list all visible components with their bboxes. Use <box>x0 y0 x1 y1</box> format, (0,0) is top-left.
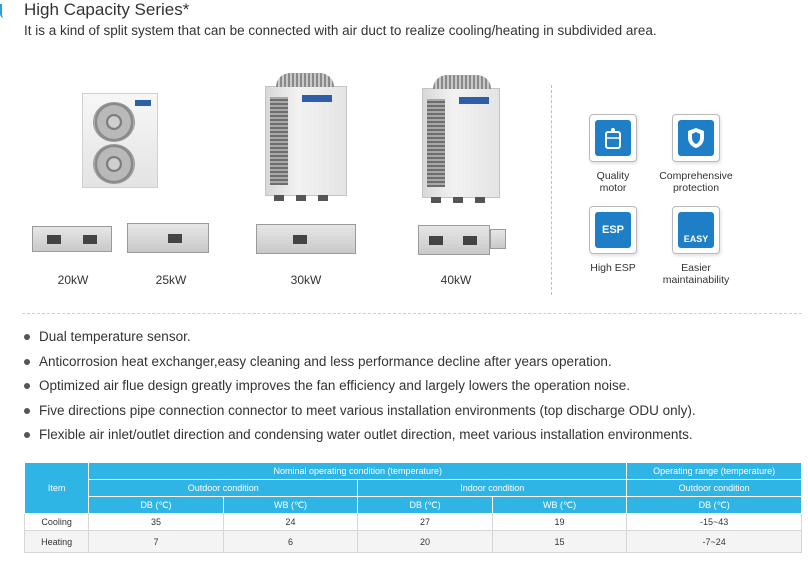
esp-icon: ESP <box>589 206 637 254</box>
capacity-label: 25kW <box>155 273 187 287</box>
table-header-range-outdoor: Outdoor condition <box>626 479 802 497</box>
feature-easier-maintainability: EASY Easier maintainability <box>656 206 736 286</box>
page-title: High Capacity Series* <box>24 0 190 19</box>
row-item: Heating <box>23 530 90 553</box>
outdoor-unit-small-icon <box>82 93 158 188</box>
brand-logo-icon <box>302 95 332 102</box>
table-header-range-db: DB (℃) <box>626 496 802 514</box>
title-accent-mark <box>0 4 4 18</box>
row-item: Cooling <box>23 513 90 531</box>
duct-unit-icon <box>32 226 112 252</box>
table-header-item: Item <box>23 462 90 514</box>
table-header-out-wb: WB (℃) <box>222 496 359 514</box>
cell-out-wb: 24 <box>222 513 359 531</box>
bullet-icon <box>24 334 30 340</box>
feature-label: High ESP <box>590 262 636 274</box>
esp-icon-text: ESP <box>595 212 631 248</box>
fan-icon <box>93 144 135 184</box>
list-item: Dual temperature sensor. <box>24 328 696 353</box>
table-header-indoor: Indoor condition <box>357 479 628 497</box>
cell-out-db: 7 <box>88 530 224 553</box>
table-header-nominal: Nominal operating condition (temperature… <box>88 462 628 480</box>
table-header-in-wb: WB (℃) <box>491 496 628 514</box>
section-divider-horizontal <box>22 313 802 314</box>
cell-in-db: 20 <box>357 530 493 553</box>
duct-unit-icon <box>127 223 209 253</box>
table-header-in-db: DB (℃) <box>357 496 493 514</box>
operating-condition-table: Item Nominal operating condition (temper… <box>23 462 802 553</box>
list-item: Optimized air flue design greatly improv… <box>24 377 696 402</box>
brand-logo-icon <box>135 100 151 106</box>
section-divider-vertical <box>551 85 552 295</box>
bullet-icon <box>24 358 30 365</box>
capacity-label: 40kW <box>440 273 472 287</box>
brand-logo-icon <box>459 97 489 104</box>
table-header-out-db: DB (℃) <box>88 496 224 514</box>
cell-out-db: 35 <box>88 513 224 531</box>
cell-out-wb: 6 <box>222 530 359 553</box>
cell-range: -7~24 <box>626 530 802 553</box>
cell-in-wb: 19 <box>491 513 628 531</box>
duct-side-pipe-icon <box>490 229 506 249</box>
feature-high-esp: ESP High ESP <box>573 206 653 274</box>
fan-icon <box>93 102 135 142</box>
capacity-label: 20kW <box>57 273 89 287</box>
duct-unit-icon <box>256 224 356 254</box>
bullet-icon <box>24 383 30 390</box>
feature-quality-motor: Quality motor <box>573 114 653 194</box>
table-row: Heating 7 6 20 15 -7~24 <box>23 530 802 553</box>
outdoor-unit-large-icon <box>265 73 347 201</box>
table-row: Cooling 35 24 27 19 -15~43 <box>23 513 802 531</box>
list-item: Flexible air inlet/outlet direction and … <box>24 426 696 451</box>
feature-label: Quality motor <box>596 170 630 194</box>
bullet-icon <box>24 407 30 414</box>
feature-comprehensive-protection: Comprehensive protection <box>656 114 736 194</box>
table-header-outdoor: Outdoor condition <box>88 479 359 497</box>
table-header-range: Operating range (temperature) <box>626 462 802 480</box>
page-subtitle: It is a kind of split system that can be… <box>24 23 657 38</box>
list-item: Anticorrosion heat exchanger,easy cleani… <box>24 353 696 378</box>
capacity-label: 30kW <box>290 273 322 287</box>
duct-unit-icon <box>418 225 490 255</box>
bullet-icon <box>24 432 30 439</box>
feature-label: Easier maintainability <box>662 262 730 286</box>
cell-in-db: 27 <box>357 513 493 531</box>
feature-bullet-list: Dual temperature sensor. Anticorrosion h… <box>24 328 696 451</box>
motor-icon <box>589 114 637 162</box>
feature-label: Comprehensive protection <box>659 170 733 194</box>
wrench-icon-text: EASY <box>678 212 714 248</box>
shield-icon <box>672 114 720 162</box>
outdoor-unit-large-icon <box>422 75 500 203</box>
wrench-icon: EASY <box>672 206 720 254</box>
cell-range: -15~43 <box>626 513 802 531</box>
list-item: Five directions pipe connection connecto… <box>24 402 696 427</box>
cell-in-wb: 15 <box>491 530 628 553</box>
